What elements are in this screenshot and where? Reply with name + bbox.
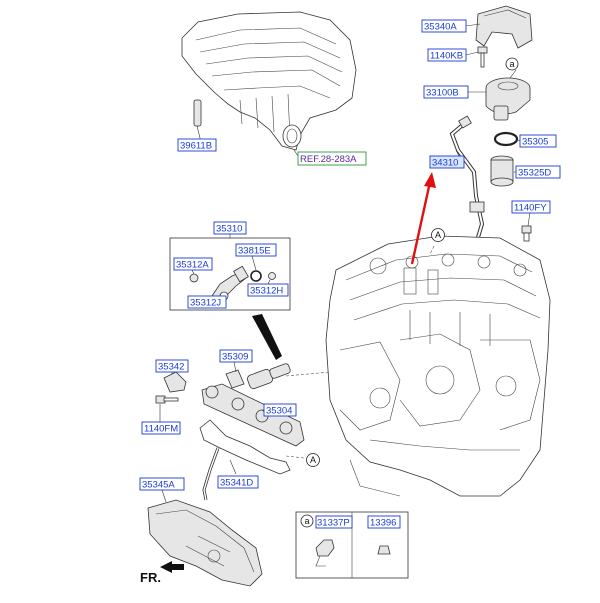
label-35340a[interactable]: 35340A [421,19,467,33]
label-35304[interactable]: 35304 [263,403,297,417]
svg-text:35325D: 35325D [518,168,551,179]
front-direction-indicator: FR. [140,561,184,585]
heat-shield-35345a [147,499,263,587]
callout-a-engine: A [431,228,445,242]
svg-text:33815E: 33815E [238,246,271,257]
svg-text:35342: 35342 [158,362,184,373]
intake-manifold [181,11,357,151]
callout-a-pump: a [505,57,519,71]
svg-text:35341D: 35341D [220,478,253,489]
label-1140fm[interactable]: 1140FM [141,421,181,435]
svg-text:35309: 35309 [222,352,248,363]
label-33815e[interactable]: 33815E [235,243,277,257]
bolt-1140fm [155,395,179,404]
callout-a-rail: A [306,453,320,467]
svg-text:13396: 13396 [370,518,396,529]
svg-text:a: a [304,516,309,526]
svg-text:A: A [435,230,441,240]
svg-text:A: A [310,455,316,465]
label-35312j[interactable]: 35312J [187,295,227,309]
svg-text:REF.28-283A: REF.28-283A [300,154,357,165]
engine-block [325,235,551,497]
svg-text:a: a [509,59,514,69]
label-35305[interactable]: 35305 [519,134,557,148]
label-31337p[interactable]: 31337P [315,515,353,529]
label-13396[interactable]: 13396 [367,515,401,529]
label-35310[interactable]: 35310 [213,221,247,235]
bolt-1140kb [477,46,488,68]
high-pressure-pump-33100b [485,77,531,121]
sensor-39611b [193,99,202,139]
red-arrow [410,172,436,265]
tappet-35325d [490,155,514,187]
svg-text:35345A: 35345A [142,480,175,491]
label-35325d[interactable]: 35325D [515,165,561,179]
reference-label[interactable]: REF.28-283A [297,151,367,166]
label-35312a[interactable]: 35312A [173,257,213,271]
label-35312h[interactable]: 35312H [247,283,289,297]
svg-text:35305: 35305 [522,137,548,148]
svg-text:35304: 35304 [266,406,292,417]
o-ring-35305 [493,131,519,147]
svg-text:35340A: 35340A [424,22,457,33]
svg-text:1140FM: 1140FM [144,424,178,435]
injector-pointer [252,314,282,360]
label-35341d[interactable]: 35341D [217,475,259,489]
label-35345a[interactable]: 35345A [139,477,185,491]
svg-text:31337P: 31337P [317,518,350,529]
svg-text:1140FY: 1140FY [514,203,547,214]
svg-text:1140KB: 1140KB [430,51,463,62]
label-1140kb[interactable]: 1140KB [427,48,467,62]
label-34310[interactable]: 34310 [429,155,465,169]
fuel-pipe-34310 [449,115,485,248]
label-35309[interactable]: 35309 [219,349,253,363]
svg-text:35312A: 35312A [176,260,209,271]
svg-text:33100B: 33100B [426,88,459,99]
callout-a-legend: a [300,514,314,528]
label-33100b[interactable]: 33100B [423,85,469,99]
svg-text:35312J: 35312J [190,298,221,309]
clip-35342 [163,371,187,393]
front-label: FR. [140,570,161,585]
label-35342[interactable]: 35342 [155,359,189,373]
injector-kit-box [169,234,291,311]
bolt-1140fy [521,225,532,242]
legend-box [295,511,409,579]
label-39611b[interactable]: 39611B [177,138,217,152]
svg-text:35310: 35310 [216,224,242,235]
svg-text:34310: 34310 [432,158,458,169]
svg-text:39611B: 39611B [180,141,212,152]
label-1140fy[interactable]: 1140FY [511,200,551,214]
fuel-rail-assembly [199,363,305,501]
pump-cover-35340a [475,5,533,49]
svg-text:35312H: 35312H [250,286,283,297]
